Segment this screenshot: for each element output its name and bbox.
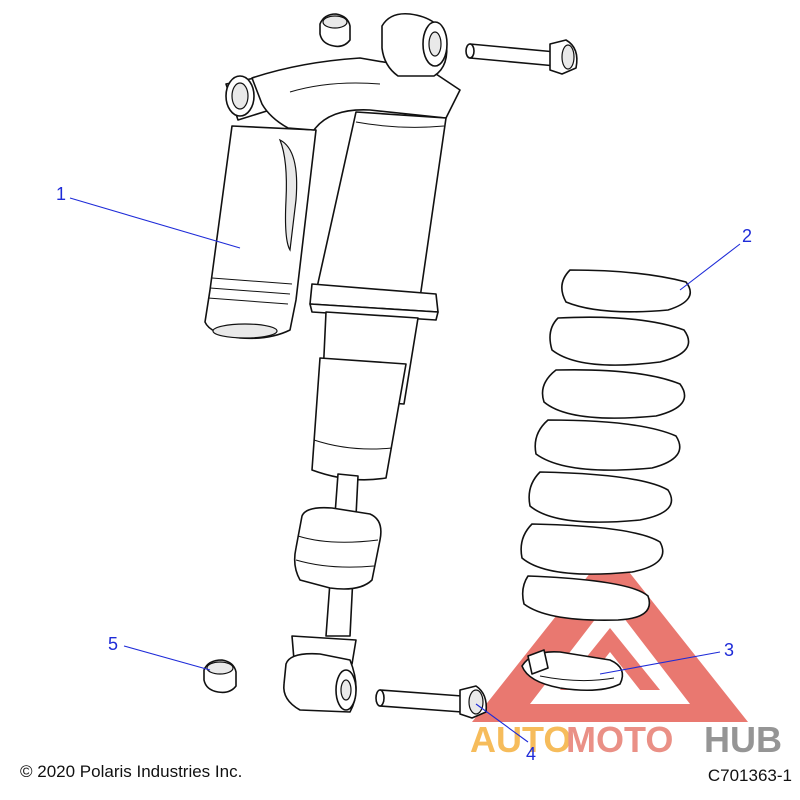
callout-3: 3: [599, 640, 734, 675]
diagram-id: C701363-1: [707, 766, 792, 785]
upper-bushing: [319, 13, 351, 48]
upper-bolt: [465, 39, 578, 75]
bushing: [203, 659, 237, 694]
callout-number: 1: [56, 184, 66, 204]
callout-number: 5: [108, 634, 118, 654]
callout-4: 4: [475, 703, 536, 764]
callout-number: 2: [742, 226, 752, 246]
watermark-text-hub: HUB: [704, 719, 782, 760]
shock-absorber: [204, 12, 461, 713]
callout-number: 4: [526, 744, 536, 764]
watermark-text-auto: AUTO: [470, 719, 571, 760]
callout-2: 2: [679, 226, 752, 291]
watermark-wordmark: AUTO MOTO HUB: [470, 719, 782, 760]
coil-spring: [520, 269, 691, 621]
lower-bolt: [375, 685, 488, 719]
callout-number: 3: [724, 640, 734, 660]
callout-5: 5: [108, 634, 211, 671]
spring-retainer: [521, 649, 624, 692]
watermark-text-moto: MOTO: [566, 719, 673, 760]
copyright-notice: © 2020 Polaris Industries Inc.: [20, 762, 243, 781]
callout-1: 1: [56, 184, 241, 249]
